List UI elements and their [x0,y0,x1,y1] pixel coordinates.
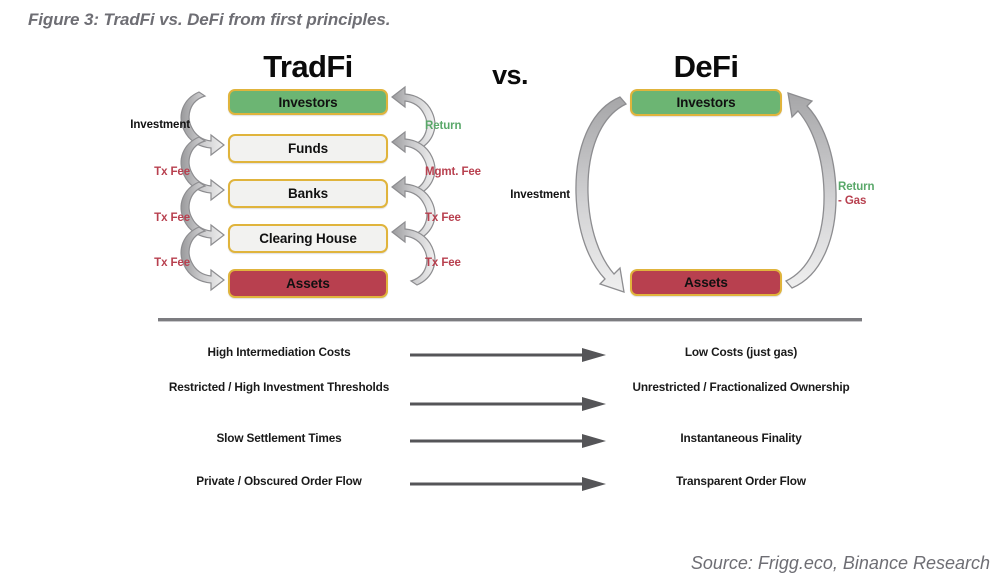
comparison-left-text: Private / Obscured Order Flow [196,474,362,488]
versus-heading: vs. [492,60,528,90]
comparison-arrow-icon [410,397,606,411]
tradfi-label-tx-fee-r2: Tx Fee [425,257,461,269]
comparison-left-text: High Intermediation Costs [207,345,351,359]
comparison-arrow-icon [410,434,606,448]
comparison-left-text: Restricted / High Investment Thresholds [168,380,390,394]
tradfi-node-assets[interactable]: Assets [228,269,388,298]
figure-title: Figure 3: TradFi vs. DeFi from first pri… [28,10,391,29]
comparison-arrow-icon [410,477,606,491]
tradfi-label-mgmt-fee: Mgmt. Fee [425,166,481,178]
comparison-right-text: Unrestricted / Fractionalized Ownership [632,380,850,394]
defi-node-assets[interactable]: Assets [630,269,782,296]
tradfi-label-investment: Investment [130,119,190,131]
comparison-arrow-icon [410,348,606,362]
tradfi-label-tx-fee-2: Tx Fee [154,212,190,224]
comparison-left-text: Slow Settlement Times [216,431,342,445]
comparison-right-text: Instantaneous Finality [680,431,802,445]
defi-node-investors[interactable]: Investors [630,89,782,116]
defi-label-return-gas: Return - Gas [838,180,928,208]
defi-label-gas-line: - Gas [838,195,867,207]
tradfi-node-clearing-house[interactable]: Clearing House [228,224,388,253]
tradfi-label-tx-fee-3: Tx Fee [154,257,190,269]
defi-right-arrow [784,92,837,289]
section-divider [158,318,862,322]
defi-heading: DeFi [673,49,739,84]
defi-label-investment: Investment [510,189,570,201]
comparison-right-text: Low Costs (just gas) [684,345,798,359]
tradfi-node-funds[interactable]: Funds [228,134,388,163]
comparison-right-text: Transparent Order Flow [676,474,806,488]
tradfi-node-banks[interactable]: Banks [228,179,388,208]
tradfi-node-investors[interactable]: Investors [228,89,388,115]
tradfi-label-return: Return [425,120,462,132]
defi-left-arrow [575,96,628,293]
tradfi-label-tx-fee-r1: Tx Fee [425,212,461,224]
tradfi-heading: TradFi [263,49,353,84]
defi-label-return-line: Return [838,181,875,193]
tradfi-label-tx-fee-1: Tx Fee [154,166,190,178]
source-note: Source: Frigg.eco, Binance Research [690,553,990,573]
